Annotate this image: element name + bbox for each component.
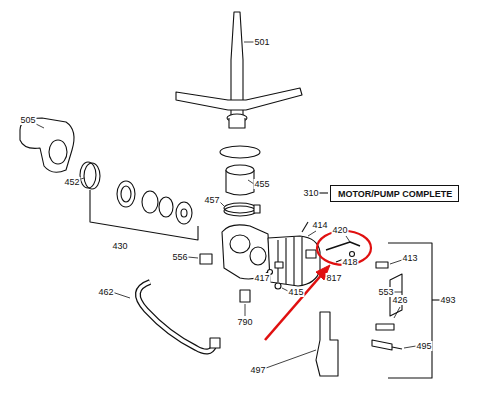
pump-housing <box>222 225 270 279</box>
motor <box>268 236 320 286</box>
callout-number: 415 <box>287 287 304 297</box>
callout-number: 414 <box>311 220 328 230</box>
callout-number: 817 <box>325 273 342 283</box>
assembly-box: MOTOR/PUMP COMPLETE <box>330 185 459 202</box>
callout-number: 790 <box>236 317 253 327</box>
callout-number: 457 <box>203 195 220 205</box>
callout-number: 452 <box>63 177 80 187</box>
highlight <box>265 231 371 340</box>
callout-number: 310 <box>302 188 319 198</box>
callout-number: 493 <box>439 295 456 305</box>
box-title: MOTOR/PUMP COMPLETE <box>338 189 451 200</box>
callout-number: 505 <box>19 115 36 125</box>
spray-arm <box>176 88 302 110</box>
callout-number: 426 <box>391 295 408 305</box>
callout-number: 462 <box>97 287 114 297</box>
leader-lines <box>36 42 416 368</box>
callout-number: 556 <box>171 252 188 262</box>
callout-number: 420 <box>331 225 348 235</box>
callout-number: 413 <box>401 253 418 263</box>
callout-number: 455 <box>253 179 270 189</box>
drain-elbow <box>20 118 74 172</box>
callout-number: 495 <box>415 341 432 351</box>
callout-number: 417 <box>253 273 270 283</box>
callout-number: 430 <box>111 241 128 251</box>
mounting-bracket <box>316 312 338 376</box>
callout-number: 418 <box>341 257 358 267</box>
callout-number: 501 <box>253 37 270 47</box>
callout-number: 497 <box>249 365 266 375</box>
